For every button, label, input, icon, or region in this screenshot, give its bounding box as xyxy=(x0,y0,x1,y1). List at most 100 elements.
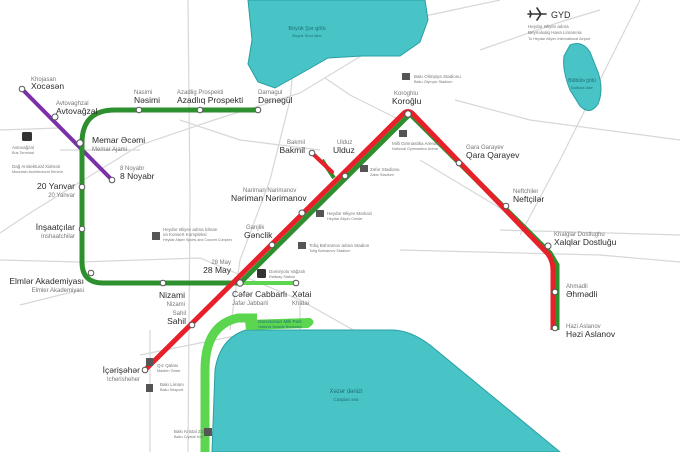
station-memar-ajami[interactable] xyxy=(76,139,84,147)
landmark-heydar-center: Heydər Əliyev Mərkəzi Heydar Aliyev Cent… xyxy=(316,210,372,221)
station-darnagul[interactable] xyxy=(254,106,262,114)
green-line[interactable] xyxy=(79,107,560,330)
port-icon xyxy=(146,384,153,392)
ganjlik-sub: Ganjlik xyxy=(246,225,265,231)
seaport-sub: Baku Seaport xyxy=(160,388,184,392)
khatai-name: Xətai xyxy=(292,289,311,299)
noyabr8-sub: 8 Noyabr xyxy=(120,166,144,172)
station-koroglu[interactable] xyxy=(404,110,412,118)
baki-olimpiya-name: Bakı Olimpiya Stadionu xyxy=(414,74,461,79)
sahil-sub: Sahil xyxy=(173,311,186,317)
bakmil-name: Bakmil xyxy=(279,145,305,155)
crystal-sub: Baku Crystal Hall xyxy=(174,435,203,439)
station-inshaatchilar[interactable] xyxy=(78,225,86,233)
tofiq-name: Tofiq Bəhramov adına Stadion xyxy=(309,243,370,248)
khatai-sub: Khatai xyxy=(292,301,309,307)
bulbule-name: Bülbülə gölü xyxy=(568,78,596,84)
station-nariman[interactable] xyxy=(298,209,306,217)
station-xalqlar[interactable] xyxy=(544,242,552,250)
caspian-name: Xəzər dənizi xyxy=(329,389,362,395)
station-elmlar[interactable] xyxy=(87,269,95,277)
jafar-name: Cəfər Cabbarlı xyxy=(232,289,287,299)
bulvar-sub: National Seaside Boulevard xyxy=(258,325,301,329)
inshaatchilar-name: İnşaatçılar xyxy=(36,222,75,232)
landmark-seaport: Bakı Limanı Baku Seaport xyxy=(146,382,184,392)
hazi-sub: Hazi Aslanov xyxy=(566,324,601,330)
qiz-qalasi-name: Qız Qalası xyxy=(157,363,178,368)
boyuk-shor-sub: Boyuk Shor lake xyxy=(292,33,322,38)
station-xocasan[interactable] xyxy=(18,85,26,93)
milli-gimnastika-name: Milli Gimnastika Arenası xyxy=(392,141,440,146)
sahil-name: Sahil xyxy=(167,316,186,326)
station-ahmadli[interactable] xyxy=(551,288,559,296)
elmlar-sub: Elmler Akademiyasi xyxy=(32,288,84,294)
railway-name: Dəmiryolu Vağzalı xyxy=(269,269,305,274)
station-8-noyabr[interactable] xyxy=(108,176,116,184)
station-nasimi[interactable] xyxy=(135,106,143,114)
stadium-icon xyxy=(298,242,306,249)
tower-icon xyxy=(146,358,153,366)
stations xyxy=(18,85,559,374)
station-hazi[interactable] xyxy=(551,324,559,332)
landmark-heydar-sport: Heydər Əliyev adına İdman və Konsert Kom… xyxy=(152,226,232,242)
airport-name: Heydər Əliyev adına xyxy=(528,24,569,29)
future-line xyxy=(200,313,257,452)
station-avtovagzal[interactable] xyxy=(51,113,59,121)
landmark-mountain: Dağ Arxitektural Xidməti Mountain Archit… xyxy=(12,164,63,174)
water-labels: Böyük Şor gölü Boyuk Shor lake Bülbülə g… xyxy=(258,26,596,402)
bus-terminal: Avtovağzal Bus Terminal xyxy=(12,132,34,155)
darnagul-sub: Darnagul xyxy=(258,90,282,96)
nizami-name: Nizami xyxy=(159,290,185,300)
yanvar20-sub: 20 Yanvar xyxy=(48,193,75,199)
xalqlar-name: Xalqlar Dostluğu xyxy=(554,237,617,247)
ganjlik-name: Gənclik xyxy=(244,230,273,240)
caspian-sub: Caspian sea xyxy=(333,397,359,402)
station-neftchilar[interactable] xyxy=(502,202,510,210)
station-khatai[interactable] xyxy=(292,279,300,287)
station-labels: Khojasan Xocəsən Avtovaghzal Avtovağzal … xyxy=(9,77,616,383)
memar-ajami-sub: Memar Ajami xyxy=(92,147,127,153)
water-bodies xyxy=(211,0,602,452)
crystal-hall-icon xyxy=(204,428,212,436)
nasimi-name: Nəsimi xyxy=(134,95,160,105)
heydar-center-sub: Heydar Aliyev Center xyxy=(327,217,363,221)
qara-sub: Gara Garayev xyxy=(466,145,504,151)
bulvar-name: Dənizkənarı Milli Park xyxy=(258,319,302,324)
ahmadli-name: Əhmədli xyxy=(566,289,598,299)
boulevard-park xyxy=(245,318,314,330)
station-sahil[interactable] xyxy=(188,321,196,329)
station-azadliq[interactable] xyxy=(196,106,204,114)
bulbule-lake xyxy=(563,43,602,111)
bus-icon xyxy=(22,132,32,141)
bakmil-sub: Bakmil xyxy=(287,140,305,146)
icherisheher-name: İçərişəhər xyxy=(103,365,140,375)
station-ulduz[interactable] xyxy=(341,172,349,180)
station-qara[interactable] xyxy=(455,159,463,167)
station-nizami[interactable] xyxy=(159,279,167,287)
purple-line[interactable] xyxy=(20,87,114,182)
neftchilar-sub: Neftchiler xyxy=(513,189,538,195)
crystal-name: Bakı Kristal Zal xyxy=(174,429,204,434)
airport-name2: Beynəlxalq Hava Limanına xyxy=(528,30,582,35)
building-icon xyxy=(316,210,324,217)
station-icherisheher[interactable] xyxy=(141,366,149,374)
landmark-olympic-stadium: Bakı Olimpiya Stadionu Baku Olympic Stad… xyxy=(402,73,461,84)
station-bakmil[interactable] xyxy=(308,149,316,157)
station-28-may[interactable] xyxy=(236,279,244,287)
station-ganjlik[interactable] xyxy=(268,241,276,249)
station-20-yanvar[interactable] xyxy=(78,183,86,191)
arena-icon xyxy=(399,130,407,137)
xocasan-sub: Khojasan xyxy=(31,77,56,83)
inshaatchilar-sub: Inshaatchilar xyxy=(41,234,75,240)
zafar-sub: Zafar Stadium xyxy=(370,173,394,177)
stadium-icon xyxy=(402,73,410,80)
heydar-center-name: Heydər Əliyev Mərkəzi xyxy=(327,211,372,216)
heydar-sport-sub2: və Konsert Kompleksi xyxy=(163,232,207,237)
neftchilar-name: Neftçilər xyxy=(513,194,544,204)
jafar-sub: Jafar Jabbarli xyxy=(232,301,268,307)
bulbule-sub: Bulbula lake xyxy=(571,85,594,90)
train-icon xyxy=(257,269,266,278)
red-branch-bakmil xyxy=(310,151,334,174)
milli-gimnastika-sub: National Gymnastics Arena xyxy=(392,147,439,151)
nizami-sub: Nizami xyxy=(167,302,185,308)
